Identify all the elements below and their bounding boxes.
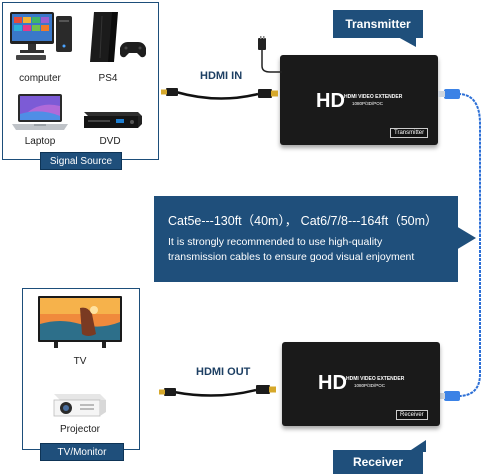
signal-source-badge: Signal Source [40,152,122,170]
receiver-hd-logo: HD [318,372,347,394]
transmitter-badge: Transmitter [333,10,423,38]
network-cable [438,89,481,401]
transmitter-hd-logo: HD [316,90,345,112]
hdmi-out-cable [159,385,276,397]
transmitter-model-line2: 1080P/3D/POC [352,101,384,106]
recommendation-line2: transmission cables to ensure good visua… [168,251,415,263]
dvd-player-icon [84,112,142,128]
projector-icon [53,394,106,417]
receiver-device: HD HDMI VIDEO EXTENDER 1080P/3D/POC Rece… [282,342,440,426]
receiver-badge-label: Receiver [352,455,404,469]
hdmi-in-cable [161,88,278,100]
receiver-badge-pointer [408,440,426,452]
tv-icon [38,296,122,348]
transmitter-badge-pointer [398,37,416,47]
cable-distance-text: Cat5e---130ft（40m）， Cat6/7/8---164ft（50m… [168,214,438,228]
transmitter-device: HD HDMI VIDEO EXTENDER 1080P/3D/POC Tran… [280,55,438,145]
power-adapter-icon [258,36,282,73]
hdmi-out-label: HDMI OUT [196,366,251,378]
ps4-icon [90,12,146,62]
hdmi-in-label: HDMI IN [200,70,243,82]
receiver-badge: Receiver [333,450,423,474]
receiver-model-line1: HDMI VIDEO EXTENDER [346,376,405,382]
callout-pointer [456,226,476,250]
computer-label: computer [19,73,61,84]
computer-icon [10,12,72,60]
projector-label: Projector [59,424,100,435]
tv-label: TV [73,356,87,367]
laptop-label: Laptop [24,136,56,147]
transmitter-badge-label: Transmitter [345,17,411,31]
receiver-model-line2: 1080P/3D/POC [354,383,386,388]
cable-info-callout: Cat5e---130ft（40m）， Cat6/7/8---164ft（50m… [154,196,458,282]
receiver-tag: Receiver [396,410,428,420]
dvd-label: DVD [99,136,121,147]
transmitter-tag: Transmitter [390,128,429,138]
laptop-icon [12,94,68,130]
tv-monitor-badge: TV/Monitor [40,443,124,461]
recommendation-line1: It is strongly recommended to use high-q… [168,236,383,248]
ps4-label: PS4 [98,73,118,84]
transmitter-model-line1: HDMI VIDEO EXTENDER [344,94,403,100]
